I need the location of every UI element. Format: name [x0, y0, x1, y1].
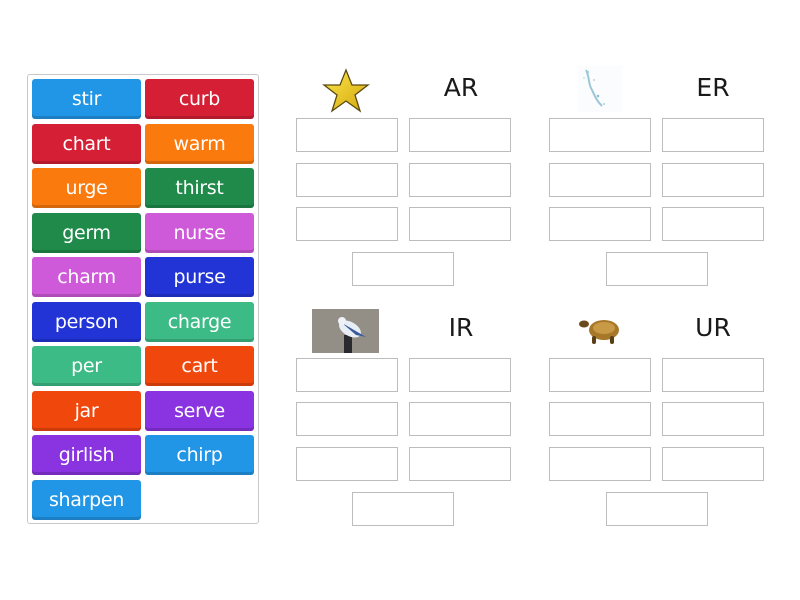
word-tile[interactable]: person [32, 301, 141, 342]
word-tile[interactable]: jar [32, 390, 141, 431]
drop-slot[interactable] [549, 118, 651, 152]
drop-slot[interactable] [296, 447, 398, 481]
word-tile[interactable]: serve [145, 390, 254, 431]
word-tile[interactable]: cart [145, 346, 254, 386]
drop-slot[interactable] [296, 118, 398, 152]
drop-slot[interactable] [409, 358, 511, 392]
drop-slot[interactable] [296, 163, 398, 197]
word-tile[interactable]: urge [32, 168, 141, 208]
group-title-ur: UR [695, 313, 731, 342]
word-tile[interactable]: chirp [145, 435, 254, 475]
turtle-image [579, 320, 619, 344]
drop-slot[interactable] [296, 358, 398, 392]
drop-slot[interactable] [549, 207, 651, 241]
drop-slot[interactable] [296, 207, 398, 241]
drop-slot[interactable] [409, 207, 511, 241]
group-title-ir: IR [448, 313, 474, 342]
word-tile[interactable]: charge [145, 301, 254, 342]
drop-slot[interactable] [409, 163, 511, 197]
drop-slot[interactable] [606, 492, 708, 526]
drop-slot[interactable] [409, 447, 511, 481]
word-tile[interactable]: germ [32, 212, 141, 253]
drop-slot[interactable] [662, 118, 764, 152]
word-tile[interactable]: girlish [32, 435, 141, 475]
word-tile[interactable]: per [32, 346, 141, 386]
word-tile[interactable]: nurse [145, 212, 254, 253]
word-tile[interactable]: sharpen [32, 479, 141, 520]
bird-image [312, 309, 379, 353]
word-tile[interactable]: warm [145, 123, 254, 164]
drop-slot[interactable] [606, 252, 708, 286]
drop-slot[interactable] [549, 163, 651, 197]
drop-slot[interactable] [549, 447, 651, 481]
drop-slot[interactable] [549, 402, 651, 436]
word-tile[interactable]: curb [145, 79, 254, 119]
drop-slot[interactable] [352, 252, 454, 286]
word-tile[interactable]: charm [32, 257, 141, 297]
drop-slot[interactable] [409, 118, 511, 152]
drop-slot[interactable] [662, 163, 764, 197]
group-title-er: ER [696, 73, 730, 102]
group-title-ar: AR [443, 73, 479, 102]
drop-slot[interactable] [409, 402, 511, 436]
word-tile[interactable]: stir [32, 79, 141, 119]
drop-slot[interactable] [662, 358, 764, 392]
drop-slot[interactable] [352, 492, 454, 526]
word-tile[interactable]: purse [145, 257, 254, 297]
word-tile[interactable]: thirst [145, 168, 254, 208]
drop-slot[interactable] [662, 447, 764, 481]
drop-slot[interactable] [662, 402, 764, 436]
star-icon [322, 68, 370, 113]
word-tile[interactable]: chart [32, 123, 141, 164]
drop-slot[interactable] [662, 207, 764, 241]
drop-slot[interactable] [296, 402, 398, 436]
water-splash-image [578, 66, 622, 112]
drop-slot[interactable] [549, 358, 651, 392]
